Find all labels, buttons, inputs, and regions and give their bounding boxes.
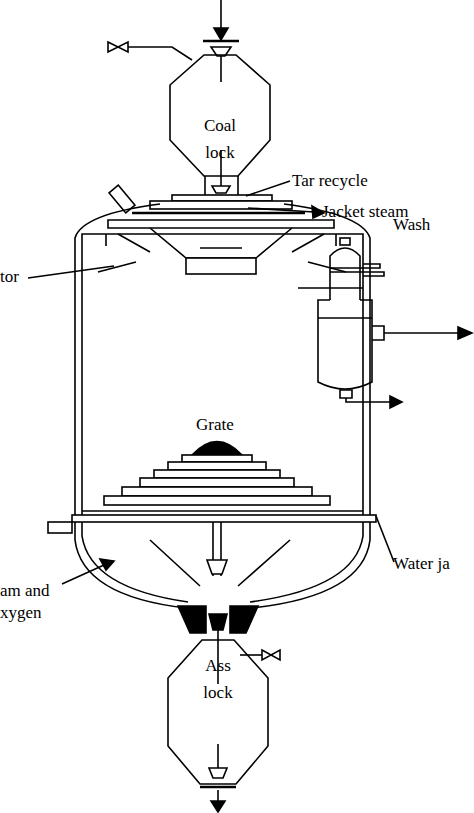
- leader-line: [62, 565, 104, 584]
- part-label: am and xygen: [0, 580, 56, 624]
- distributor: [132, 212, 305, 215]
- distributor: [106, 234, 336, 246]
- gasifier-shell: [48, 522, 72, 533]
- wash-cooler: [346, 398, 392, 402]
- distributor: [118, 234, 324, 252]
- wash-cooler: [458, 327, 472, 339]
- distributor: [150, 228, 292, 258]
- wash-cooler: [318, 300, 372, 389]
- ash-lock-valve: [209, 614, 227, 630]
- distributor: [172, 195, 272, 201]
- coal-lock-valve: [128, 47, 192, 60]
- ash-lock-valve: [209, 768, 227, 778]
- feed-arrow: [214, 28, 228, 40]
- distributor: [150, 201, 292, 209]
- gasifier-shell: [82, 536, 188, 602]
- grate: [192, 442, 242, 456]
- wash-cooler: [340, 390, 352, 398]
- hopper-outline: [170, 55, 270, 176]
- gas-outlet-pipe: [298, 264, 384, 288]
- part-label: Grate: [196, 414, 234, 436]
- node-label: Coal lock: [195, 112, 245, 166]
- wash-cooler: [372, 326, 384, 340]
- distributor: [108, 220, 334, 228]
- gasifier-shell: [48, 204, 370, 608]
- node-label: Ass lock: [193, 652, 243, 706]
- grate: [72, 442, 376, 577]
- leader-line: [246, 181, 290, 196]
- ash-lock-valve: [200, 786, 236, 788]
- leader-line: [28, 266, 114, 278]
- grate: [72, 515, 376, 522]
- coal-lock-valve: [203, 40, 239, 42]
- wash-cooler: [390, 396, 402, 408]
- grate: [207, 560, 227, 574]
- discharge-arrow: [211, 801, 225, 812]
- leader-line: [100, 559, 114, 570]
- distributor: [186, 258, 256, 274]
- ash-lock-valve: [240, 654, 262, 656]
- gasifier-shell: [82, 234, 363, 536]
- grate: [168, 462, 266, 470]
- wash-cooler: [340, 238, 350, 245]
- hopper-outline: [168, 640, 268, 784]
- coal-lock-valve: [204, 176, 206, 196]
- ash-lock-valve: [178, 606, 280, 787]
- part-label: Water ja: [393, 553, 450, 575]
- coal-lock-hopper: Coal lock: [170, 52, 270, 178]
- wash-cooler: [318, 317, 372, 319]
- ash-lock-hopper: Ass lock: [168, 638, 268, 786]
- part-label: Wash: [393, 214, 430, 236]
- gasifier-shell: [150, 540, 290, 586]
- distributor: [98, 185, 346, 274]
- discharge-arrow: [211, 790, 225, 812]
- grate: [82, 510, 363, 512]
- coal-lock-valve: [237, 176, 239, 196]
- feed-arrow: [220, 0, 222, 30]
- distributor: [200, 247, 242, 249]
- gasifier-shell: [75, 540, 186, 608]
- wash-cooler: [330, 248, 360, 300]
- wash-cooler: [318, 238, 472, 408]
- leader-line: [248, 208, 314, 212]
- gasifier-shell: [250, 536, 363, 602]
- grate: [182, 455, 252, 462]
- grate: [140, 478, 294, 487]
- ash-lock-valve: [262, 650, 280, 660]
- ash-lock-valve: [217, 744, 219, 768]
- ash-lock-valve: [178, 606, 206, 633]
- distributor: [98, 262, 346, 272]
- grate: [154, 470, 280, 478]
- part-label: tor: [0, 266, 19, 288]
- grate: [104, 496, 330, 505]
- coal-lock-valve: [108, 42, 128, 52]
- leader-line: [28, 181, 394, 584]
- gasifier-shell: [75, 204, 370, 540]
- grate: [122, 487, 312, 496]
- wash-cooler: [384, 332, 462, 334]
- gas-outlet-pipe: [330, 264, 384, 276]
- part-label: Tar recycle: [292, 170, 368, 192]
- leader-line: [376, 516, 394, 562]
- ash-lock-valve: [230, 606, 258, 633]
- feed-arrow: [214, 0, 228, 40]
- gasifier-shell: [252, 540, 370, 608]
- coal-lock-valve: [212, 186, 230, 193]
- coal-lock-valve: [220, 56, 222, 82]
